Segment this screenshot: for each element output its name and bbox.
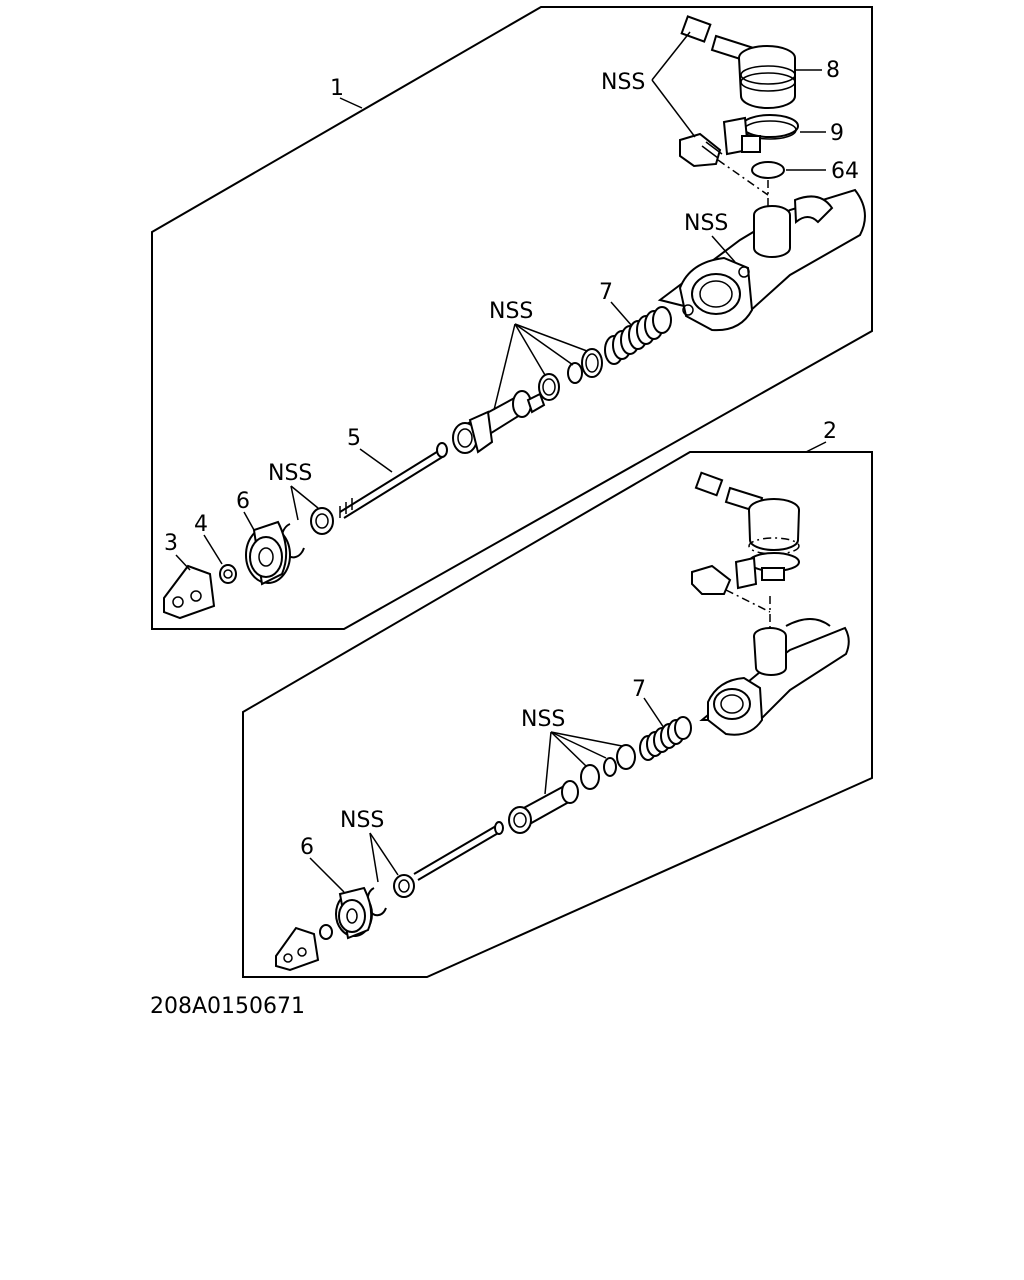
seal-ring-part (616, 744, 636, 770)
clamp-part (734, 552, 800, 590)
spring-part (604, 306, 672, 365)
label-nss-front: NSS (268, 461, 312, 486)
nut-part (319, 924, 333, 940)
seal-ring-part (581, 348, 603, 378)
seal-ring-part (538, 373, 560, 401)
stopper-ring-part (393, 874, 415, 898)
label-3: 3 (164, 531, 178, 556)
nut-part (219, 564, 237, 584)
clevis-part (163, 564, 216, 620)
label-9: 9 (830, 121, 844, 146)
seal-ring-part (567, 362, 583, 384)
label-nss-body: NSS (684, 211, 728, 236)
seal-ring-part (580, 764, 600, 790)
dust-boot-part (245, 520, 291, 586)
assembly-2: 2 (242, 419, 873, 978)
figure-id: 208A0150671 (150, 994, 305, 1019)
seal-ring-part (603, 757, 617, 777)
callout-leader (339, 97, 363, 109)
washer-part (751, 161, 785, 179)
label-5: 5 (347, 426, 361, 451)
dust-boot-part (335, 886, 373, 940)
cylinder-body-part (657, 188, 866, 332)
label-nss-seals: NSS (521, 707, 565, 732)
clevis-part (275, 926, 320, 972)
label-7: 7 (599, 280, 613, 305)
hose-fitting-part (694, 471, 800, 555)
assembly-2-frame (242, 451, 873, 978)
bleeder-screw-part (691, 564, 732, 595)
label-8: 8 (826, 58, 840, 83)
push-rod-part (413, 821, 504, 881)
assembly-1: 1 (151, 6, 873, 630)
assembly-2-callout: 2 (823, 419, 837, 444)
label-6: 6 (236, 489, 250, 514)
label-nss-seals: NSS (489, 299, 533, 324)
assembly-1-frame (151, 6, 873, 630)
assembly-1-callout: 1 (330, 76, 344, 101)
label-4: 4 (194, 512, 208, 537)
clamp-part (722, 114, 799, 156)
push-rod-part (339, 442, 448, 519)
stopper-ring-part (310, 507, 334, 535)
label-6: 6 (300, 835, 314, 860)
label-nss-top: NSS (601, 70, 645, 95)
label-nss-front: NSS (340, 808, 384, 833)
piston-part (508, 780, 579, 834)
hose-fitting-part (680, 15, 796, 109)
bleeder-screw-part (679, 132, 723, 168)
label-7: 7 (632, 677, 646, 702)
label-64: 64 (831, 159, 859, 184)
piston-part (452, 390, 546, 454)
cylinder-body-part (699, 618, 850, 736)
spring-part (639, 716, 692, 761)
